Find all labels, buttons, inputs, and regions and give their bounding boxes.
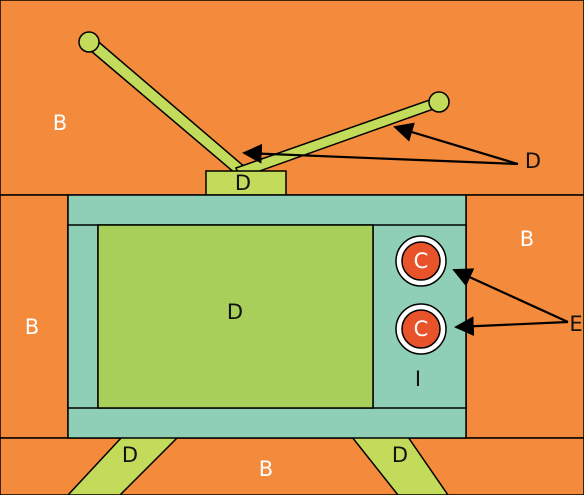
label-bg-bottom: B	[259, 457, 273, 481]
background-right	[465, 194, 584, 439]
knob-top	[401, 241, 441, 281]
arrow-knob-bottom	[454, 316, 569, 337]
antenna-right-tip	[428, 91, 450, 113]
antenna-left-tip	[78, 31, 100, 53]
label-bg-top-left: B	[53, 111, 67, 135]
label-antenna-base: D	[235, 171, 251, 195]
arrow-knob-top	[452, 268, 569, 324]
background-top	[0, 0, 584, 196]
label-bg-right: B	[520, 227, 534, 251]
background-left	[0, 194, 69, 439]
label-knobs-callout: E	[569, 312, 582, 336]
label-control-panel: I	[415, 367, 421, 391]
label-knob-top: C	[414, 249, 429, 273]
tv-screen	[97, 224, 374, 409]
label-screen: D	[227, 300, 243, 324]
label-bg-left: B	[25, 315, 39, 339]
arrow-antenna-base	[242, 143, 519, 166]
label-antennas: D	[525, 149, 541, 173]
arrow-antenna-right	[393, 122, 519, 166]
label-leg-right: D	[392, 443, 408, 467]
label-leg-left: D	[122, 443, 138, 467]
label-knob-bottom: C	[414, 317, 429, 341]
knob-bottom	[401, 309, 441, 349]
